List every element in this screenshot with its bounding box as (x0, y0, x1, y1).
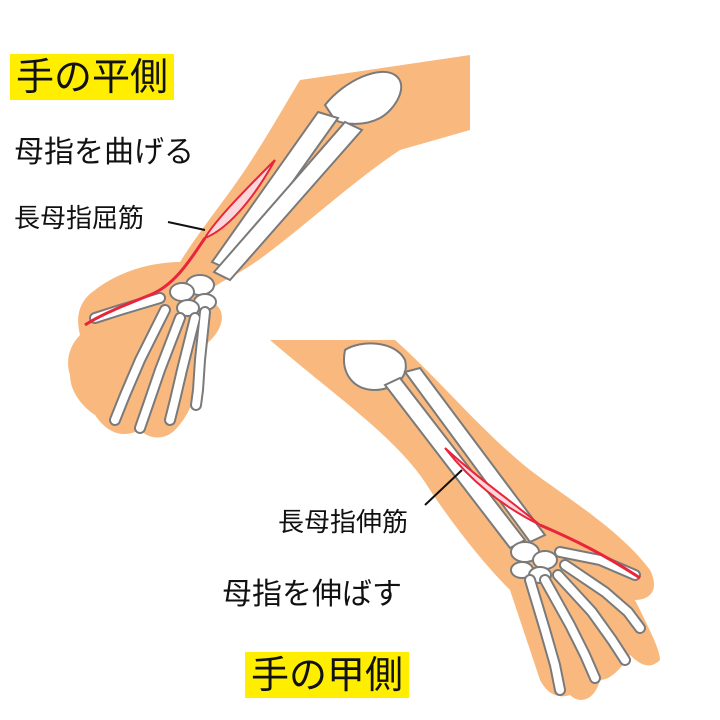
palm-carpal-bones (169, 274, 217, 317)
palm-side-muscle-label: 長母指屈筋 (14, 204, 145, 234)
back-side-action-text: 母指を伸ばす (222, 577, 402, 612)
back-label-pointer (424, 469, 463, 506)
palm-side-arm (68, 55, 470, 438)
back-side-heading: 手の甲側 (245, 652, 410, 698)
back-side-arm (270, 340, 660, 700)
palm-finger-bones-fill (91, 294, 209, 432)
palm-flexor-tendon (84, 237, 207, 327)
palm-ulna-bone (212, 120, 364, 282)
back-finger-bones-fill (526, 548, 644, 694)
back-extensor-tendon (539, 523, 641, 580)
palm-side-action-text: 母指を曲げる (14, 135, 194, 170)
palm-side-heading: 手の平側 (10, 54, 175, 100)
back-carpal-bones (510, 541, 558, 584)
palm-humerus-bone (323, 70, 403, 125)
palm-label-pointer (167, 221, 206, 231)
back-radius-bone (383, 376, 527, 550)
back-side-muscle-label: 長母指伸筋 (278, 508, 409, 538)
